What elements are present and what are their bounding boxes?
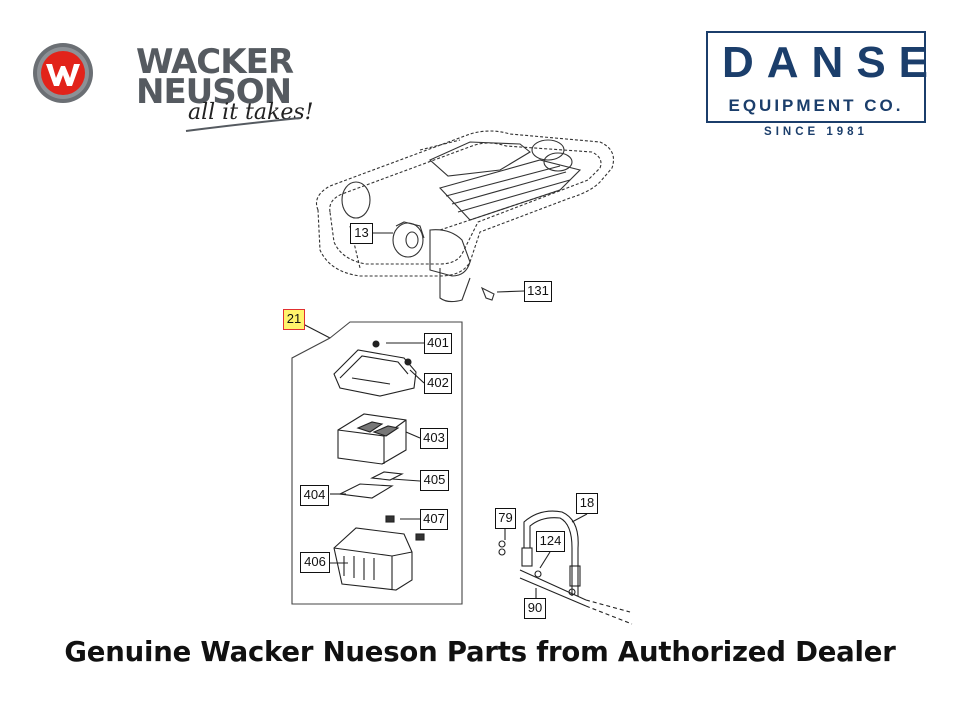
wacker-neuson-logo-icon [32, 42, 94, 104]
callout-405: 405 [420, 470, 449, 491]
danse-logo-name: DANSE [722, 38, 942, 87]
callout-401: 401 [424, 333, 452, 354]
leader-lines [302, 232, 588, 600]
filter-pad-405-drawing [370, 471, 404, 481]
callout-124: 124 [536, 531, 565, 552]
exploded-view-enclosure [291, 321, 463, 605]
callout-407: 407 [420, 509, 448, 530]
callout-404: 404 [300, 485, 329, 506]
air-cleaner-housing-drawing [333, 527, 413, 591]
machine-body-drawing [341, 139, 582, 303]
danse-logo-since: SINCE 1981 [764, 126, 868, 138]
footer-caption: Genuine Wacker Nueson Parts from Authori… [64, 636, 896, 668]
callout-90: 90 [524, 598, 546, 619]
brand-word-neuson: NEUSON [136, 72, 292, 112]
callout-403: 403 [420, 428, 448, 449]
filter-pad-404-drawing [338, 483, 394, 499]
handle-assembly-drawing [498, 510, 633, 625]
wacker-neuson-wordmark: WACKER NEUSON [136, 42, 294, 112]
callout-79: 79 [495, 508, 516, 529]
danse-logo-subtitle: EQUIPMENT CO. [728, 96, 904, 115]
callout-13: 13 [350, 223, 373, 244]
clip-drawing [385, 515, 425, 541]
callout-131: 131 [524, 281, 552, 302]
brand-word-wacker: WACKER [136, 42, 294, 82]
danse-logo-frame [706, 31, 926, 123]
callout-18: 18 [576, 493, 598, 514]
callout-21-highlighted: 21 [283, 309, 305, 330]
callout-402: 402 [424, 373, 452, 394]
air-cleaner-cover-drawing [333, 340, 417, 397]
callout-406: 406 [300, 552, 330, 573]
machine-frame-drawing [315, 130, 615, 277]
air-filter-drawing [337, 413, 407, 465]
